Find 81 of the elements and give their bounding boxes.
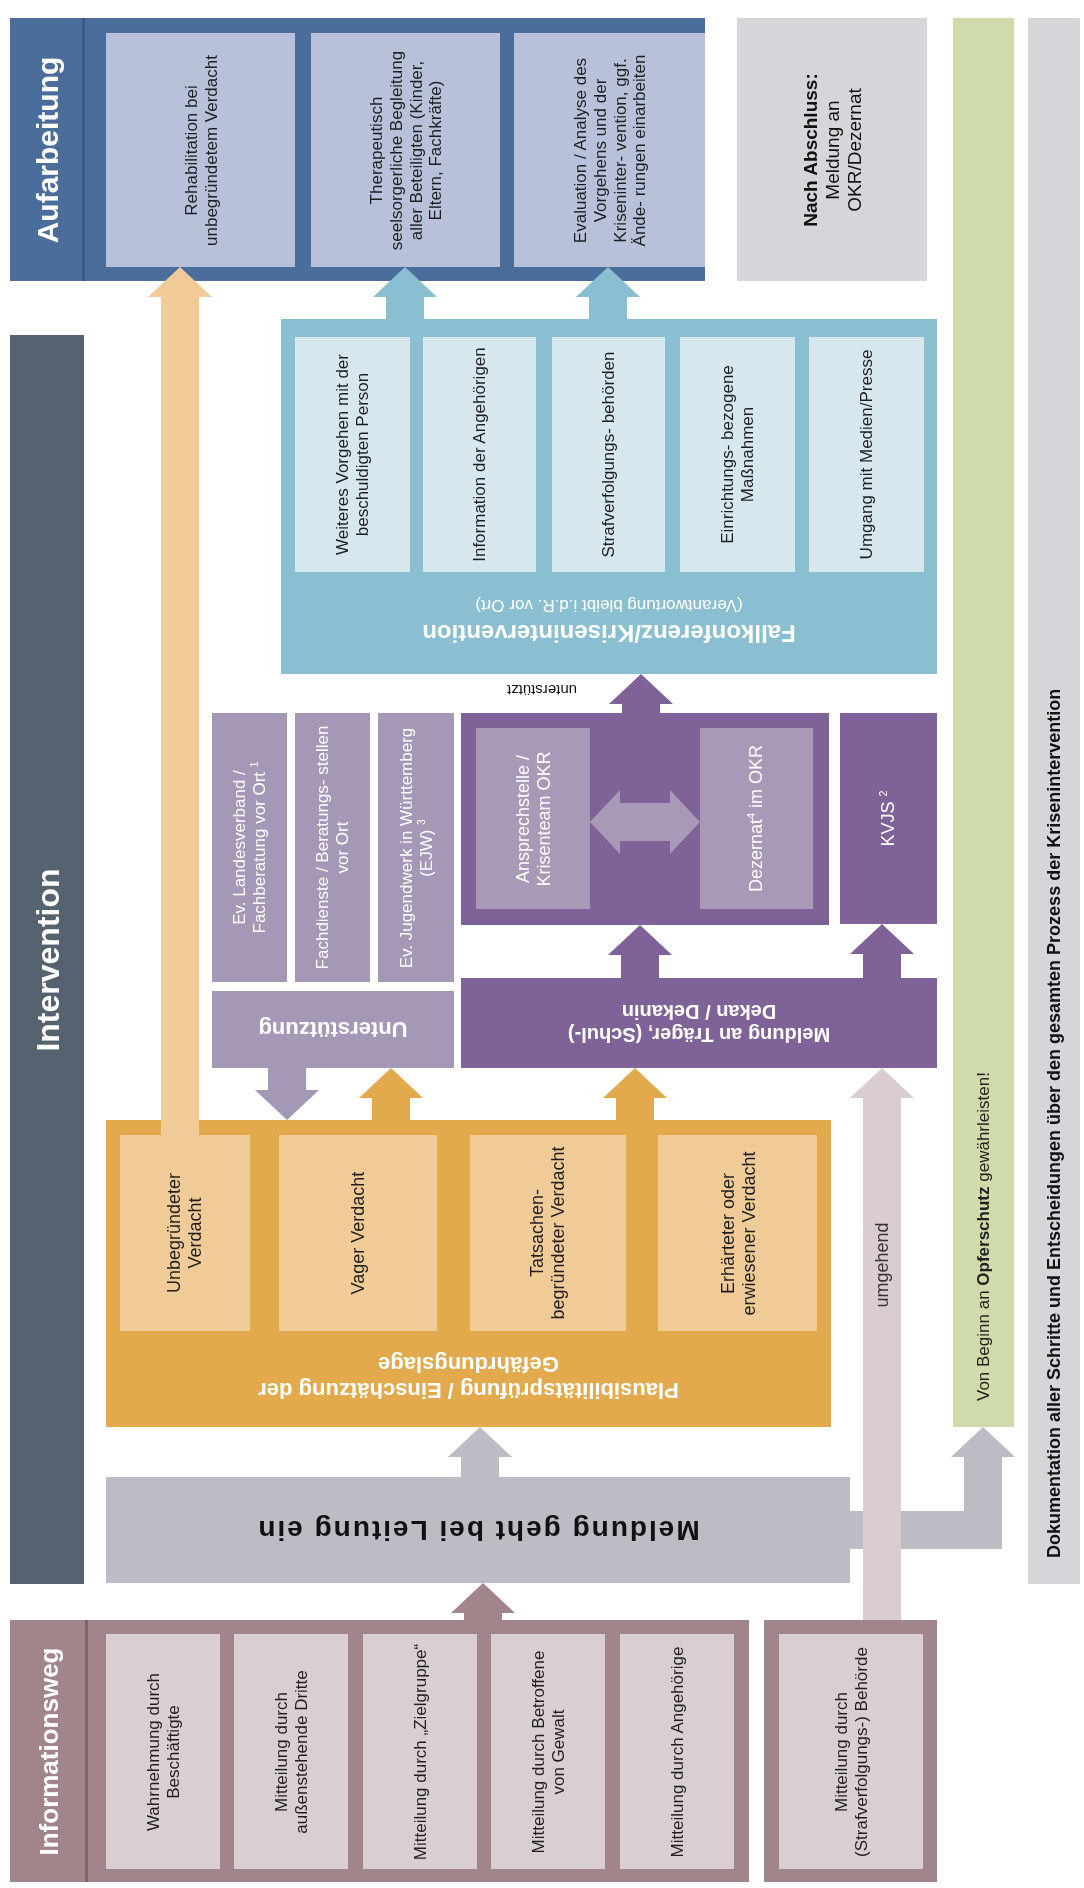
process-box [212, 991, 454, 1068]
guideline-band [953, 18, 1014, 1427]
box-label: Mitteilung durch Angehörige [667, 1646, 687, 1857]
process-box [423, 337, 536, 572]
block-arrow [603, 1068, 667, 1120]
process-box [470, 1135, 626, 1331]
section-panel [10, 18, 705, 281]
box-label: Therapeutisch seelsorgerliche Begleitung aller Beteiligten (Kinder, Eltern, Fachkräfte) [366, 49, 445, 252]
block-arrow [608, 925, 672, 978]
block-arrow [609, 674, 673, 713]
box-label: Umgang mit Medien/Presse [856, 349, 877, 560]
process-box [106, 1477, 850, 1583]
box-label: Tatsachen- begründeter Verdacht [527, 1145, 569, 1322]
block-arrow [590, 790, 700, 854]
process-box [120, 1135, 250, 1331]
process-box [295, 713, 370, 982]
process-box [234, 1634, 348, 1869]
heading-text: Plausibilitätsprüfung / Einschätzung der Gefährdungslage [257, 1352, 680, 1403]
box-label: Von Beginn an Opferschutz gewährleisten! [973, 1072, 994, 1401]
box-label: Ansprechstelle / Krisenteam OKR [512, 750, 554, 889]
group-panel [461, 713, 829, 925]
heading-text: Aufarbeitung [29, 56, 65, 243]
box-label: Einrichtungs- bezogene Maßnahmen [717, 364, 758, 546]
box-label: Dokumentation aller Schritte und Entscheidungen über den gesamten Prozess der Krisenintervention [1043, 688, 1065, 1558]
group-panel [106, 1120, 831, 1427]
group-panel [281, 319, 937, 674]
process-box [476, 728, 590, 909]
process-box [378, 713, 454, 982]
process-box [552, 337, 665, 572]
process-box [809, 337, 924, 572]
process-box [680, 337, 795, 572]
heading-text: Informationsweg [33, 1647, 64, 1855]
block-arrow [255, 1068, 319, 1120]
box-label: Vager Verdacht [347, 1171, 369, 1295]
process-box [658, 1135, 817, 1331]
process-box [779, 1634, 923, 1869]
guideline-band [1028, 18, 1080, 1584]
box-label: Fachdienste / Beratungs- stellen vor Ort [312, 724, 353, 972]
process-box [311, 33, 500, 267]
subtitle-text: (Verantwortung bleibt i.d.R. vor Ort) [475, 595, 743, 616]
box-label: Unterstützung [258, 1016, 408, 1043]
box-label: Unbegründeter Verdacht [164, 1171, 206, 1296]
process-box [106, 33, 295, 267]
heading-text: Fallkonferenz/Krisenintervention [422, 619, 796, 648]
process-box [620, 1634, 734, 1869]
block-arrow [373, 267, 437, 319]
box-label: Information der Angehörigen [469, 347, 490, 562]
box-label: Weiteres Vorgehen mit der beschuldigten Person [332, 353, 373, 557]
box-label: Meldung an Träger, (Schul-) Dekan / Dekanin [566, 1000, 832, 1046]
process-box [461, 978, 937, 1068]
box-label: Nach Abschluss: Meldung an OKR/Dezernat [799, 71, 865, 229]
section-panel [10, 1620, 749, 1882]
process-box [295, 337, 410, 572]
process-box [363, 1634, 477, 1869]
process-box [212, 713, 287, 982]
process-box [700, 728, 813, 909]
box-label: Erhärteter oder erwiesener Verdacht [716, 1149, 759, 1318]
box-label: Mitteilung durch „Zielgruppe“ [410, 1643, 430, 1860]
box-label: Intervention [28, 867, 66, 1052]
box-label: Meldung geht bei Leitung ein [256, 1514, 700, 1547]
block-arrow [850, 924, 914, 978]
process-box [106, 1634, 220, 1869]
box-label: Wahrnehmung durch Beschäftigte [143, 1671, 183, 1833]
block-arrow [148, 267, 212, 1135]
block-arrow [850, 1427, 1015, 1549]
box-label: Rehabilitation bei unbegründetem Verdacht [180, 53, 221, 248]
process-box [840, 713, 937, 924]
note-box [737, 18, 927, 281]
box-label: Mitteilung durch außenstehende Dritte [271, 1668, 311, 1836]
process-box [514, 33, 705, 267]
block-arrow [448, 1427, 512, 1477]
box-label: Mitteilung durch (Strafverfolgungs-) Behörde [831, 1645, 871, 1859]
block-arrow [451, 1583, 515, 1620]
section-band [10, 335, 84, 1584]
block-arrow [576, 267, 640, 319]
process-box [491, 1634, 605, 1869]
box-label: Strafverfolgungs- behörden [598, 351, 619, 558]
process-box [279, 1135, 437, 1331]
group-panel [764, 1620, 937, 1882]
box-label: Mitteilung durch Betroffene von Gewalt [528, 1649, 568, 1855]
box-label: Evaluation / Analyse des Vorgehens und der Kriseninter- vention, ggf. Ände- rungen einarbeiten [570, 53, 649, 249]
